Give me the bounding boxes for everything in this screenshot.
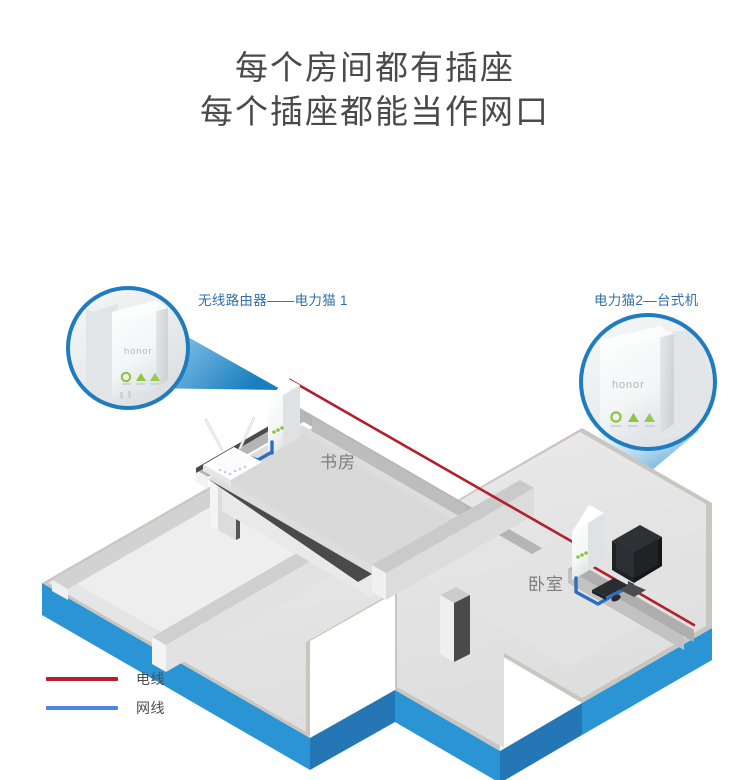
wireless-router — [203, 416, 262, 486]
desktop-computer — [592, 525, 662, 602]
powerline-adapter-bedroom — [572, 505, 604, 580]
callout-label-router-powerline1: 无线路由器——电力猫 1 — [198, 293, 348, 308]
study-front-wall-face — [222, 487, 372, 598]
callout-left-leds — [120, 371, 160, 385]
legend: 电线 网线 — [46, 664, 226, 722]
bedroom-wall-left-edge — [454, 595, 470, 662]
powerline-adapter-study — [268, 377, 300, 456]
callout-right-leds — [610, 411, 655, 428]
router-led-row — [218, 465, 247, 476]
callout-circle-right[interactable]: honor — [579, 313, 717, 451]
base-face-right-1 — [310, 690, 395, 770]
legend-item-power-line: 电线 — [46, 664, 226, 693]
wall-living-divider-face — [152, 637, 166, 672]
adapter-study-leds — [272, 426, 284, 434]
study-front-wall-top — [208, 479, 372, 582]
wall-left-outer-side — [52, 580, 68, 600]
callout-circle-left[interactable]: honor — [66, 286, 190, 410]
room-label-bedroom: 卧室 — [528, 575, 564, 594]
base-face-right-4 — [582, 628, 712, 735]
bedroom-floor — [452, 538, 676, 667]
room-label-study: 书房 — [320, 453, 356, 472]
bedroom-wall-left-top — [440, 587, 470, 603]
network-cable-bedroom — [574, 576, 628, 606]
floorplan-body — [42, 408, 712, 780]
study-floor-inner — [222, 433, 452, 565]
wall-mid-vertical-side — [210, 474, 218, 530]
study-wall-back-face — [196, 470, 208, 489]
page-title: 每个房间都有插座 每个插座都能当作网口 — [0, 46, 750, 133]
legend-item-network-line: 网线 — [46, 693, 226, 722]
corridor-wall-face — [372, 565, 386, 600]
bedroom-wall-left-face — [440, 595, 454, 662]
corridor-wall-side — [386, 488, 534, 600]
honor-logo-right: honor — [612, 379, 645, 391]
base-face-right-2 — [395, 690, 500, 780]
base-face-right-3 — [500, 703, 582, 780]
legend-swatch-power-line — [46, 676, 118, 681]
honor-logo-left: honor — [124, 346, 152, 357]
title-line-1: 每个房间都有插座 — [235, 49, 515, 86]
legend-swatch-network-line — [46, 705, 118, 710]
callout-label-powerline2-desktop: 电力猫2—台式机 — [594, 293, 699, 308]
corridor-wall-top — [372, 480, 534, 573]
legend-label-power-line: 电线 — [136, 670, 165, 687]
adapter-bedroom-leds — [576, 551, 588, 559]
title-line-2: 每个插座都能当作网口 — [200, 92, 550, 130]
study-interior-wall-shade — [312, 417, 466, 520]
base-face-left — [42, 583, 310, 770]
legend-label-network-line: 网线 — [136, 699, 165, 716]
